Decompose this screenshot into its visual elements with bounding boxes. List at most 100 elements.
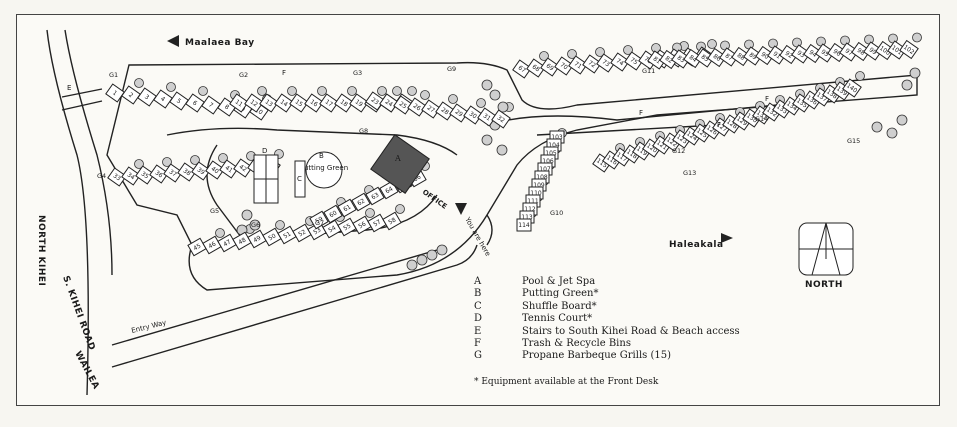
building-number: 35 bbox=[140, 170, 150, 180]
building-number: 55 bbox=[342, 222, 352, 232]
building-number: 104 bbox=[548, 142, 560, 149]
building-unit: 86 bbox=[707, 47, 727, 68]
tree-icon bbox=[249, 219, 261, 231]
building-number: 99 bbox=[868, 46, 878, 56]
building-number: 40 bbox=[210, 165, 220, 175]
legend-key: C bbox=[474, 300, 482, 312]
tree-icon bbox=[448, 94, 458, 104]
tree-icon bbox=[190, 155, 200, 165]
building-unit: 19 bbox=[349, 93, 369, 113]
building-number: 33 bbox=[112, 172, 122, 182]
building-number: 106 bbox=[542, 158, 554, 165]
tree-icon bbox=[476, 98, 486, 108]
tree-icon bbox=[416, 254, 428, 266]
tree-icon bbox=[406, 259, 418, 271]
putting-green: B Putting Green bbox=[300, 151, 348, 189]
grill-label: G3 bbox=[353, 69, 362, 77]
building-unit: 35 bbox=[135, 165, 155, 185]
legend-label: Shuffle Board* bbox=[522, 300, 597, 312]
building-unit: 71 bbox=[568, 55, 588, 75]
tree-icon bbox=[426, 249, 438, 261]
building-number: 74 bbox=[615, 57, 625, 67]
building-number: 71 bbox=[573, 60, 583, 70]
building-number: 112 bbox=[524, 206, 536, 213]
building-unit: 85 bbox=[695, 48, 715, 68]
wailea-label: WAILEA bbox=[72, 350, 100, 392]
tree-icon bbox=[257, 86, 267, 96]
building-number: 75 bbox=[629, 56, 639, 66]
building-number: 58 bbox=[387, 216, 397, 226]
building-number: 52 bbox=[297, 228, 307, 238]
building-unit: 36 bbox=[149, 164, 169, 184]
tree-icon bbox=[215, 228, 225, 238]
building-number: 12 bbox=[249, 98, 259, 108]
building-unit: 82 bbox=[659, 49, 679, 70]
tree-icon bbox=[392, 86, 402, 96]
building-number: 50 bbox=[267, 232, 277, 242]
building-unit: 101 bbox=[887, 40, 907, 60]
building-number: 61 bbox=[342, 203, 352, 213]
feature-d-label: D bbox=[262, 147, 267, 155]
tree-icon bbox=[365, 208, 375, 218]
grill-label: G8 bbox=[359, 127, 368, 135]
building-unit: 48 bbox=[232, 231, 252, 251]
building-number: 6 bbox=[191, 99, 198, 107]
haleakala-arrow-icon bbox=[721, 233, 733, 243]
building-unit: 17 bbox=[319, 93, 339, 113]
building-number: 54 bbox=[327, 224, 337, 234]
inner-drive bbox=[166, 127, 458, 246]
building-number: 97 bbox=[844, 47, 854, 57]
building-number: 17 bbox=[324, 98, 334, 108]
building-unit: 68 bbox=[526, 58, 546, 78]
tree-icon bbox=[395, 204, 405, 214]
tree-icon bbox=[886, 127, 898, 139]
building-number: 94 bbox=[808, 49, 818, 59]
building-number: 37 bbox=[168, 168, 178, 178]
compass-rose: NORTH bbox=[798, 222, 854, 290]
feature-f-label-3: F bbox=[717, 121, 721, 129]
feature-b-label: B bbox=[319, 152, 324, 160]
grill-label: G5 bbox=[210, 207, 219, 215]
building-number: 81 bbox=[652, 55, 662, 65]
building-number: 110 bbox=[530, 190, 542, 197]
tree-icon bbox=[855, 71, 865, 81]
building-number: 68 bbox=[531, 63, 541, 73]
building-number: 34 bbox=[126, 171, 136, 181]
building-number: 84 bbox=[688, 54, 698, 64]
building-unit: 63 bbox=[365, 186, 385, 206]
building-unit: 38 bbox=[177, 162, 197, 182]
building-number: 107 bbox=[539, 166, 551, 173]
building-number: 39 bbox=[196, 166, 206, 176]
building-unit: 75 bbox=[624, 51, 644, 71]
legend-row: C Shuffle Board* bbox=[474, 301, 894, 313]
building-unit: 96 bbox=[827, 42, 847, 63]
building-unit: 84 bbox=[683, 48, 703, 69]
building-unit: 6 bbox=[185, 93, 205, 113]
building-unit: 12 bbox=[244, 93, 264, 113]
building-unit: 114 bbox=[516, 218, 532, 232]
building-number: 98 bbox=[856, 47, 866, 57]
building-number: 41 bbox=[224, 164, 234, 174]
building-number: 92 bbox=[784, 50, 794, 60]
s-kihei-road-west bbox=[46, 29, 89, 396]
building-unit: 100 bbox=[875, 40, 895, 61]
you-are-here-label: You are here bbox=[463, 215, 492, 258]
north-compass-label: NORTH bbox=[805, 280, 843, 290]
building-number: 73 bbox=[601, 58, 611, 68]
legend-key: E bbox=[474, 325, 482, 337]
building-number: 48 bbox=[237, 236, 247, 246]
tree-icon bbox=[623, 45, 633, 55]
building-number: 67 bbox=[517, 64, 527, 74]
building-number: 45 bbox=[192, 242, 202, 252]
building-number: 66 bbox=[412, 173, 422, 183]
building-number: 86 bbox=[712, 53, 722, 63]
legend-label: Putting Green* bbox=[522, 288, 599, 300]
building-number: 89 bbox=[748, 51, 758, 61]
building-number: 113 bbox=[521, 214, 533, 221]
tree-icon bbox=[275, 220, 285, 230]
building-number: 53 bbox=[312, 226, 322, 236]
building-number: 16 bbox=[309, 98, 319, 108]
